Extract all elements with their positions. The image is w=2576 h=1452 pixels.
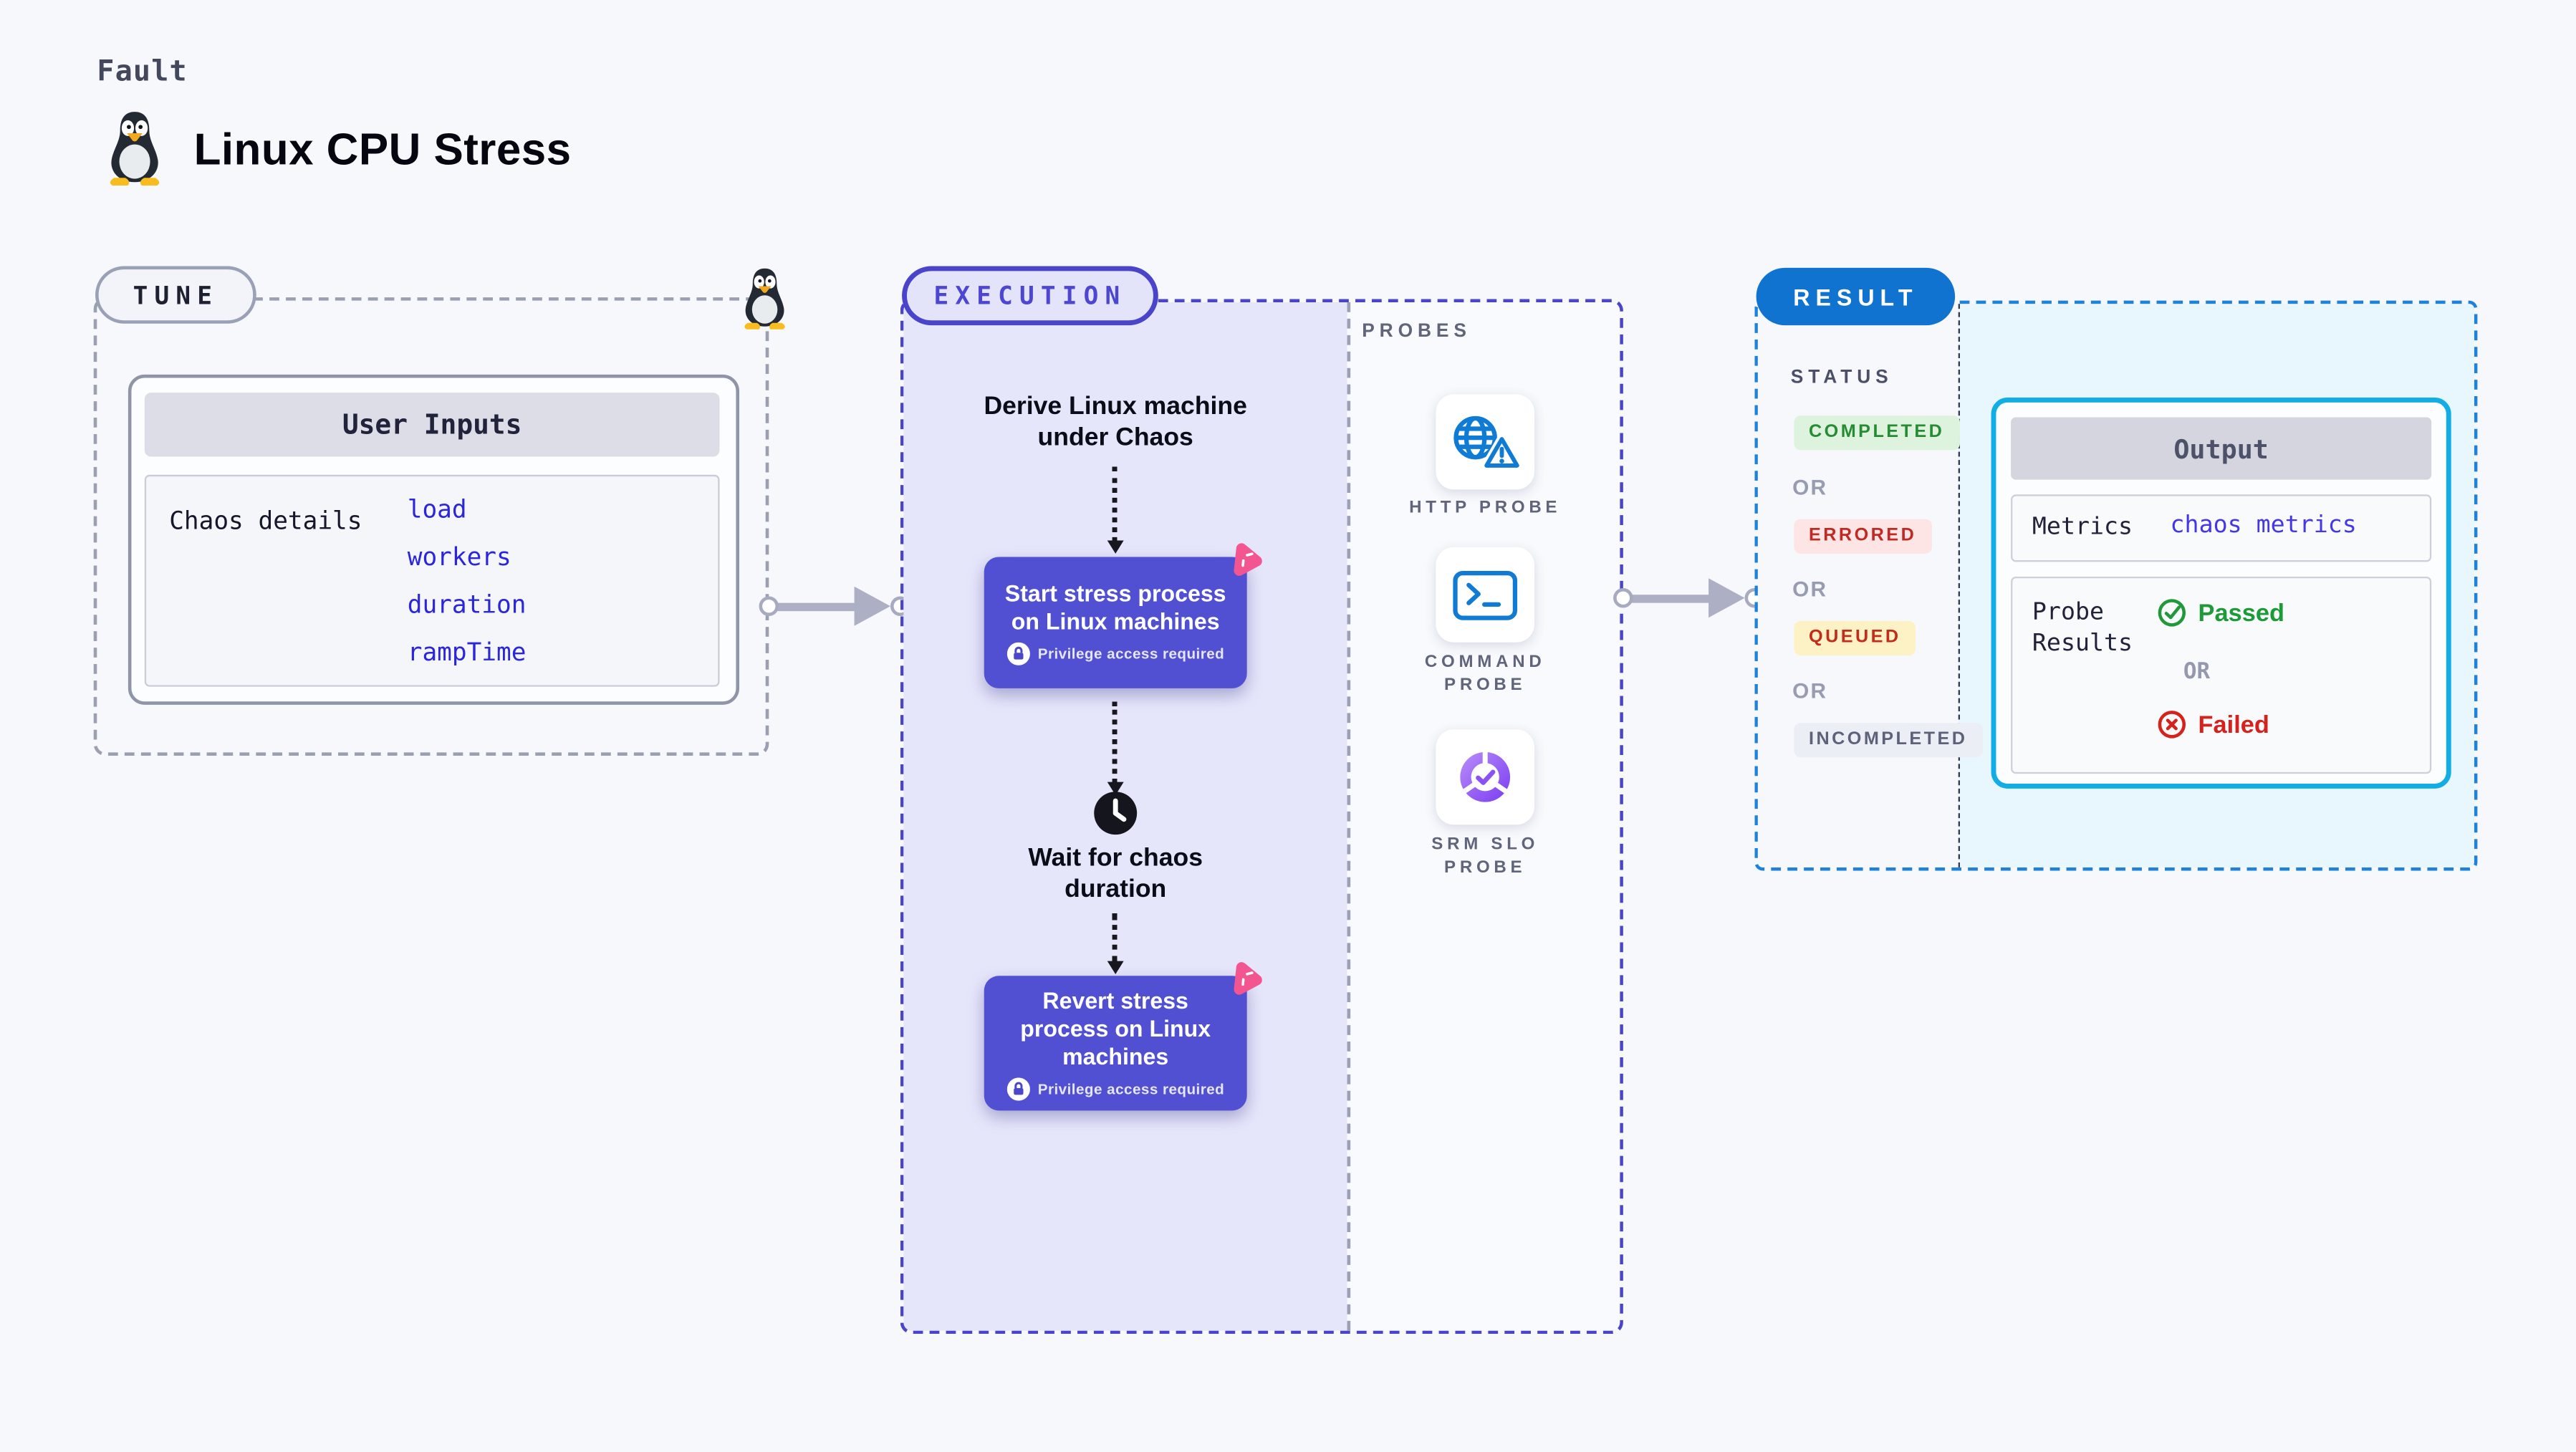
tux-penguin-icon-small (744, 268, 785, 330)
http-probe-label: HTTP PROBE (1409, 497, 1562, 518)
tux-penguin-icon (110, 112, 160, 186)
chaos-details-table: Chaos details load workers duration ramp… (144, 474, 720, 687)
start-stress-node: Start stress process on Linux machines P… (984, 543, 1262, 688)
globe-alert-icon (1453, 415, 1522, 471)
x-circle-icon (2158, 711, 2186, 739)
slo-donut-check-icon (1460, 750, 1511, 802)
check-circle-icon (2158, 599, 2186, 627)
flow-arrow-icon (1106, 701, 1123, 795)
or-label: OR (1792, 678, 1828, 703)
command-probe-card (1436, 547, 1535, 643)
revert-stress-label: Revert stress process on Linux machines (1020, 986, 1211, 1069)
privilege-note: Privilege access required (1006, 1077, 1224, 1100)
tune-panel (93, 297, 769, 756)
connector-arrowhead-icon (1708, 578, 1745, 618)
tune-badge: TUNE (95, 266, 256, 324)
execution-panel: Derive Linux machine under Chaos Start s… (900, 299, 1623, 1335)
status-badge-queued: QUEUED (1794, 620, 1916, 656)
status-badge-incompleted: INCOMPLETED (1794, 723, 1983, 758)
flow-arrow-icon (1106, 466, 1123, 554)
srm-slo-probe-card (1436, 729, 1535, 825)
privilege-note-text: Privilege access required (1037, 645, 1225, 663)
connector-start-port (1613, 588, 1633, 608)
probes-title: PROBES (1362, 322, 1471, 342)
failed-result: Failed (2157, 710, 2269, 739)
http-probe-card (1436, 394, 1535, 490)
connector-start-port (759, 596, 779, 617)
wait-step-label: Wait for chaos duration (1028, 844, 1203, 904)
result-badge: RESULT (1756, 267, 1956, 326)
param-link-ramptime[interactable]: rampTime (407, 637, 527, 668)
status-area (1757, 304, 1959, 867)
chaos-hub-icon (1234, 543, 1262, 576)
lock-icon (1006, 1077, 1030, 1100)
chaos-details-label: Chaos details (169, 506, 362, 536)
revert-stress-node: Revert stress process on Linux machines … (984, 962, 1262, 1111)
srm-slo-probe-label: SRM SLO PROBE (1431, 835, 1539, 878)
page-title: Linux CPU Stress (193, 125, 572, 175)
chaos-metrics-link[interactable]: chaos metrics (2170, 512, 2357, 539)
status-output-divider (1958, 304, 1960, 867)
param-link-workers[interactable]: workers (407, 542, 511, 572)
clock-icon (1094, 792, 1138, 835)
terminal-icon (1453, 569, 1518, 620)
connector-line (775, 602, 861, 610)
privilege-note-text: Privilege access required (1037, 1080, 1225, 1097)
flow-arrow-icon (1106, 913, 1123, 974)
execution-probes-divider (1347, 302, 1351, 1331)
passed-result: Passed (2157, 598, 2284, 628)
passed-label: Passed (2198, 598, 2285, 627)
connector-line (1630, 594, 1716, 602)
command-probe-label: COMMAND PROBE (1424, 652, 1546, 696)
fault-kicker: Fault (97, 55, 188, 89)
probe-results-row: Probe Results Passed OR Failed (2011, 576, 2432, 774)
status-title: STATUS (1790, 367, 1893, 388)
or-label: OR (2183, 658, 2211, 686)
execution-badge: EXECUTION (902, 266, 1158, 326)
derive-step-label: Derive Linux machine under Chaos (984, 393, 1247, 452)
status-badge-completed: COMPLETED (1794, 415, 1959, 451)
privilege-note: Privilege access required (1006, 642, 1225, 665)
user-inputs-card: User Inputs Chaos details load workers d… (128, 374, 740, 705)
output-header: Output (2011, 417, 2432, 480)
result-panel: STATUS COMPLETED OR ERRORED OR QUEUED OR… (1754, 300, 2478, 871)
connector-arrowhead-icon (854, 586, 891, 626)
start-stress-label: Start stress process on Linux machines (1004, 580, 1226, 635)
metrics-label: Metrics (2032, 514, 2133, 541)
user-inputs-header: User Inputs (144, 393, 720, 457)
failed-label: Failed (2198, 710, 2269, 739)
connector-tune-to-execution (759, 585, 914, 628)
param-link-load[interactable]: load (407, 494, 467, 524)
chaos-hub-icon (1234, 962, 1262, 995)
probe-results-label: Probe Results (2032, 600, 2133, 658)
or-label: OR (1792, 576, 1828, 602)
metrics-row: Metrics chaos metrics (2011, 494, 2432, 562)
output-card: Output Metrics chaos metrics Probe Resul… (1991, 397, 2451, 789)
param-link-duration[interactable]: duration (407, 590, 527, 620)
or-label: OR (1792, 474, 1828, 500)
lock-icon (1006, 642, 1030, 665)
status-badge-errored: ERRORED (1794, 519, 1931, 554)
connector-execution-to-result (1613, 577, 1768, 620)
